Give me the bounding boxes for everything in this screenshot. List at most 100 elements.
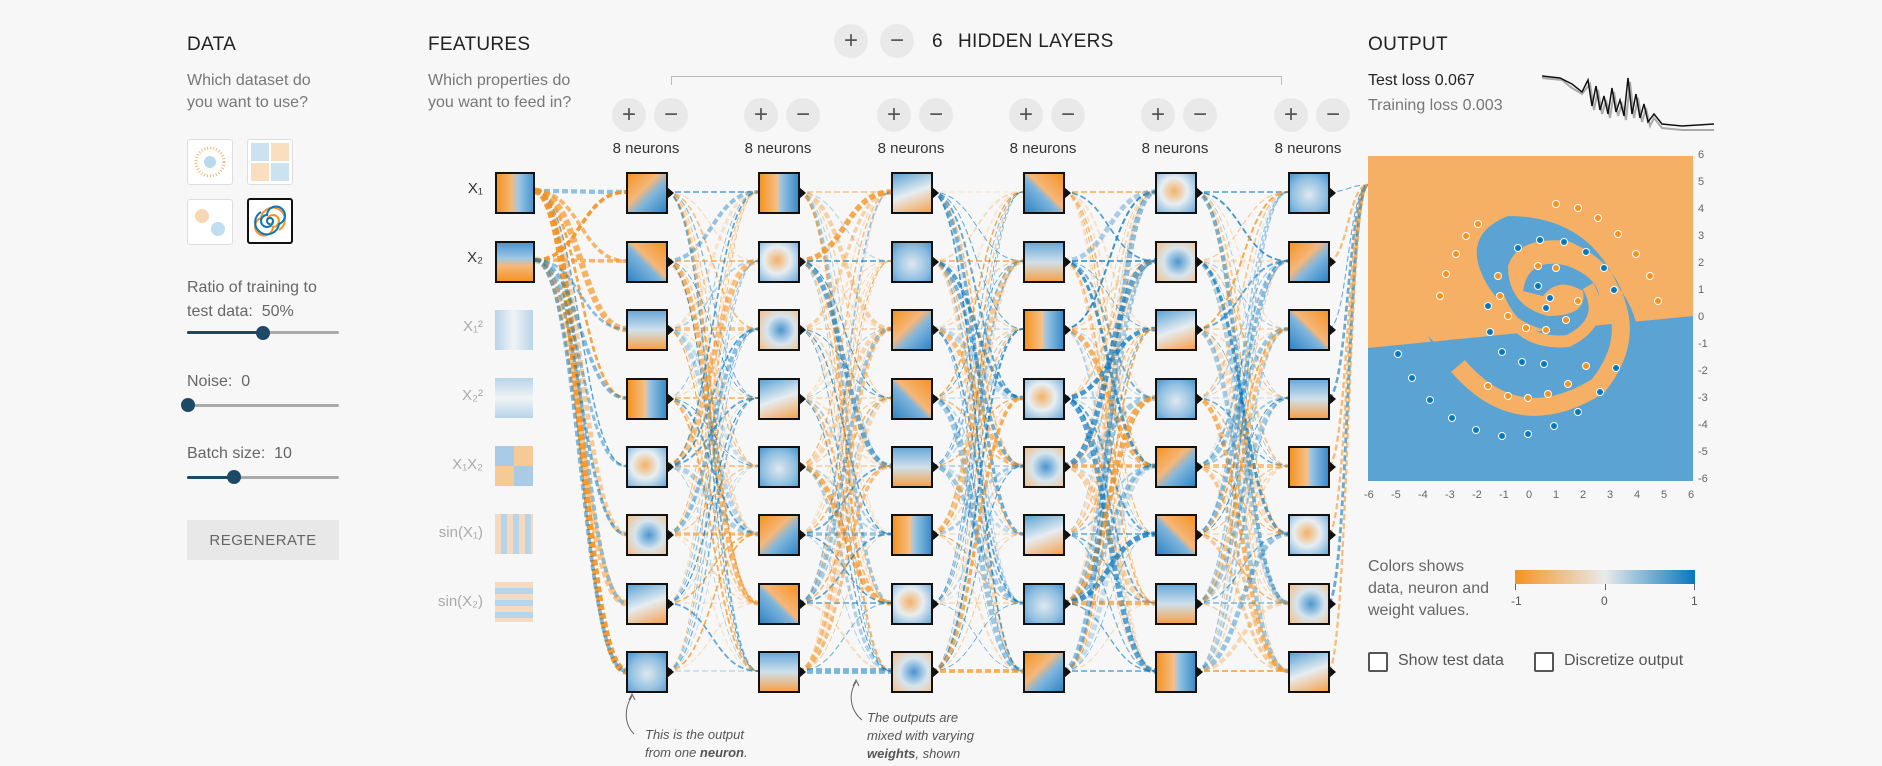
neuron[interactable] — [891, 309, 933, 351]
weight-link[interactable] — [1194, 326, 1289, 469]
weight-link[interactable] — [1194, 191, 1289, 672]
weight-link[interactable] — [1062, 533, 1156, 672]
weight-link[interactable] — [1062, 533, 1156, 672]
weight-link[interactable] — [930, 465, 1024, 672]
neuron[interactable] — [1023, 583, 1065, 625]
weight-link[interactable] — [797, 260, 892, 672]
weight-link[interactable] — [930, 191, 1024, 399]
weight-link[interactable] — [1194, 327, 1289, 673]
weight-link[interactable] — [1062, 463, 1156, 674]
weight-link[interactable] — [665, 533, 759, 672]
weight-link[interactable] — [1194, 465, 1289, 672]
weight-link[interactable] — [797, 601, 892, 673]
weight-link[interactable] — [1194, 191, 1289, 535]
weight-link[interactable] — [1194, 465, 1289, 535]
weight-link[interactable] — [1062, 259, 1156, 400]
weight-link[interactable] — [930, 191, 1024, 604]
weight-link[interactable] — [797, 260, 892, 399]
add-neuron-button[interactable]: + — [744, 98, 778, 132]
neuron[interactable] — [1288, 514, 1330, 556]
weight-link[interactable] — [534, 258, 627, 673]
weight-link[interactable] — [1194, 533, 1289, 604]
weight-link[interactable] — [1194, 464, 1289, 673]
add-neuron-button[interactable]: + — [1009, 98, 1043, 132]
weight-link[interactable] — [1062, 191, 1156, 399]
weight-link[interactable] — [1062, 259, 1156, 605]
weight-link[interactable] — [797, 191, 892, 604]
weight-link[interactable] — [797, 327, 892, 605]
neuron[interactable] — [1023, 309, 1065, 351]
weight-link[interactable] — [1194, 190, 1289, 605]
neuron[interactable] — [891, 241, 933, 283]
weight-link[interactable] — [1194, 395, 1289, 674]
weight-link[interactable] — [797, 397, 892, 535]
neuron[interactable] — [1288, 172, 1330, 214]
weight-link[interactable] — [665, 260, 759, 399]
weight-link[interactable] — [1194, 533, 1289, 604]
neuron[interactable] — [1155, 172, 1197, 214]
dataset-xor-thumb[interactable] — [247, 139, 293, 185]
weight-link[interactable] — [534, 258, 627, 263]
weight-link[interactable] — [1194, 328, 1289, 535]
feature-sin-x2[interactable] — [495, 582, 533, 622]
dataset-spiral-thumb[interactable] — [247, 198, 293, 244]
weight-link[interactable] — [665, 191, 759, 399]
add-neuron-button[interactable]: + — [612, 98, 646, 132]
weight-link[interactable] — [797, 260, 892, 467]
weight-link[interactable] — [930, 259, 1024, 673]
neuron[interactable] — [626, 446, 668, 488]
weight-link[interactable] — [665, 260, 759, 330]
weight-link[interactable] — [1062, 602, 1156, 672]
weight-link[interactable] — [797, 328, 892, 467]
noise-slider-knob[interactable] — [181, 398, 195, 412]
weight-link[interactable] — [1062, 531, 1156, 606]
weight-link[interactable] — [930, 326, 1024, 469]
weight-link[interactable] — [1194, 260, 1289, 672]
remove-neuron-button[interactable]: − — [1316, 98, 1350, 132]
neuron[interactable] — [758, 651, 800, 693]
weight-link[interactable] — [1194, 258, 1289, 537]
weight-link[interactable] — [665, 190, 759, 263]
weight-link[interactable] — [665, 328, 759, 604]
weight-link[interactable] — [1062, 463, 1156, 606]
neuron[interactable] — [1288, 446, 1330, 488]
weight-link[interactable] — [930, 328, 1024, 467]
remove-neuron-button[interactable]: − — [1051, 98, 1085, 132]
weight-link[interactable] — [1062, 260, 1156, 672]
neuron[interactable] — [1288, 583, 1330, 625]
batch-slider-track[interactable] — [187, 476, 339, 479]
weight-link[interactable] — [1062, 190, 1156, 331]
weight-link[interactable] — [797, 533, 892, 672]
add-layer-button[interactable]: + — [834, 24, 868, 58]
weight-link[interactable] — [665, 465, 759, 604]
feature-sin-x1[interactable] — [495, 514, 533, 554]
weight-link[interactable] — [930, 327, 1024, 673]
neuron[interactable] — [1023, 172, 1065, 214]
feature-x1x2[interactable] — [495, 446, 533, 486]
ratio-slider-knob[interactable] — [256, 326, 270, 340]
weight-link[interactable] — [797, 191, 892, 535]
weight-link[interactable] — [1194, 260, 1289, 467]
neuron[interactable] — [1288, 651, 1330, 693]
neuron[interactable] — [1155, 378, 1197, 420]
weight-link[interactable] — [665, 191, 759, 604]
weight-link[interactable] — [797, 260, 892, 399]
weight-link[interactable] — [534, 190, 627, 262]
neuron[interactable] — [891, 651, 933, 693]
weight-link[interactable] — [1194, 328, 1289, 467]
weight-link[interactable] — [1062, 463, 1156, 606]
weight-link[interactable] — [1062, 328, 1156, 535]
feature-x2[interactable] — [495, 241, 535, 283]
weight-link[interactable] — [1062, 397, 1156, 467]
weight-link[interactable] — [930, 191, 1024, 467]
weight-link[interactable] — [930, 463, 1024, 606]
weight-link[interactable] — [1062, 260, 1156, 535]
weight-link[interactable] — [930, 259, 1024, 400]
weight-link[interactable] — [1062, 189, 1156, 674]
weight-link[interactable] — [797, 397, 892, 535]
weight-link[interactable] — [1194, 397, 1289, 467]
noise-slider-track[interactable] — [187, 404, 339, 407]
weight-link[interactable] — [1062, 191, 1156, 262]
weight-link[interactable] — [797, 191, 892, 399]
weight-link[interactable] — [1326, 183, 1370, 605]
